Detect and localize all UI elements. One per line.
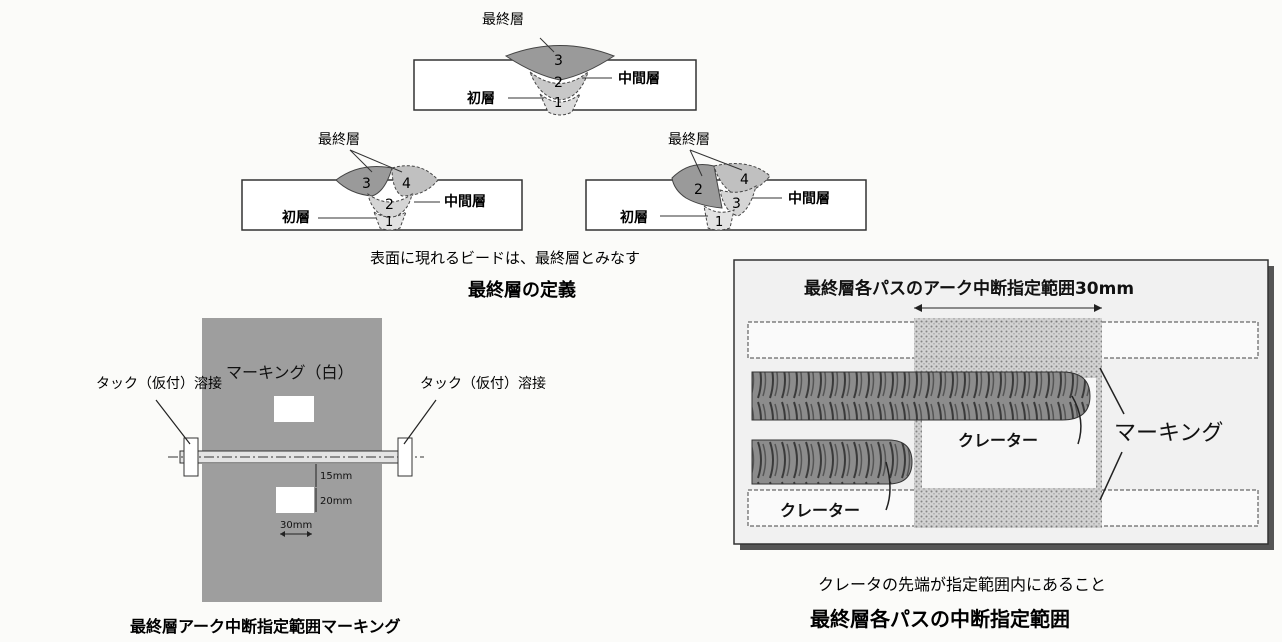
bead-2 <box>367 192 413 219</box>
bead-number: 4 <box>402 176 411 192</box>
mid-right-weld-diagram: 最終層 中間層 初層 2 4 3 1 <box>585 132 867 231</box>
bead-number: 1 <box>554 96 562 111</box>
label-marking: マーキング <box>1114 421 1223 446</box>
marking-figure: タック（仮付）溶接 タック（仮付）溶接 マーキング（白） 15mm 20mm 3… <box>96 318 546 636</box>
label-marking-white: マーキング（白） <box>226 363 354 382</box>
range-figure: 最終層各パスのアーク中断指定範囲30mm クレーター クレーター マーキング ク… <box>733 259 1274 631</box>
marking-lower <box>276 487 314 513</box>
dim-30mm: 30mm <box>280 520 312 531</box>
bead-1 <box>373 210 407 231</box>
label-final-layer: 最終層 <box>482 12 524 28</box>
label-tack-left: タック（仮付）溶接 <box>96 375 222 392</box>
top-weld-diagram: 最終層 中間層 初層 3 2 1 <box>413 12 697 116</box>
label-first-layer: 初層 <box>467 90 495 107</box>
mid-left-weld-diagram: 最終層 中間層 初層 3 4 2 1 <box>241 132 523 231</box>
bead-number: 3 <box>362 176 371 192</box>
bead-3 <box>504 45 616 81</box>
bead-3 <box>335 166 393 197</box>
label-crater-lower: クレーター <box>780 501 860 520</box>
bead-number: 4 <box>740 172 749 188</box>
label-first-layer: 初層 <box>282 209 310 226</box>
label-first-layer: 初層 <box>620 209 648 226</box>
tack-weld-left <box>183 437 199 477</box>
bead-number: 1 <box>385 215 393 230</box>
bead-number: 3 <box>732 196 741 212</box>
label-middle-layer: 中間層 <box>618 70 660 87</box>
bead-pass-lower <box>751 439 913 485</box>
caption-marking: 最終層アーク中断指定範囲マーキング <box>130 617 401 636</box>
lower-plate <box>202 464 382 602</box>
bead-3 <box>719 184 757 217</box>
definition-note: 表面に現れるビードは、最終層とみなす <box>370 249 640 267</box>
marking-upper <box>274 396 314 422</box>
bead-pass-upper <box>751 371 1091 421</box>
label-middle-layer: 中間層 <box>788 190 830 207</box>
bead-2 <box>528 70 589 101</box>
bead-1 <box>539 93 581 116</box>
bead-4 <box>391 165 439 197</box>
bead-2 <box>671 164 723 209</box>
upper-plate <box>202 318 382 452</box>
dim-20mm: 20mm <box>320 496 352 507</box>
label-final-layer: 最終層 <box>318 132 360 148</box>
bead-number: 2 <box>694 182 703 198</box>
bead-number: 2 <box>554 75 563 91</box>
tack-weld-right <box>397 437 413 477</box>
bead-number: 3 <box>554 53 563 69</box>
range-note: クレータの先端が指定範囲内にあること <box>818 575 1106 594</box>
label-crater-upper: クレーター <box>958 431 1038 450</box>
dim-15mm: 15mm <box>320 471 352 482</box>
label-tack-right: タック（仮付）溶接 <box>420 375 546 392</box>
bead-number: 1 <box>715 215 723 230</box>
bead-1 <box>703 204 735 231</box>
range-header: 最終層各パスのアーク中断指定範囲30mm <box>804 278 1134 299</box>
caption-range: 最終層各パスの中断指定範囲 <box>810 607 1070 631</box>
bead-number: 2 <box>385 197 394 213</box>
label-final-layer: 最終層 <box>668 132 710 148</box>
definition-title: 最終層の定義 <box>468 279 576 301</box>
label-middle-layer: 中間層 <box>444 193 486 210</box>
